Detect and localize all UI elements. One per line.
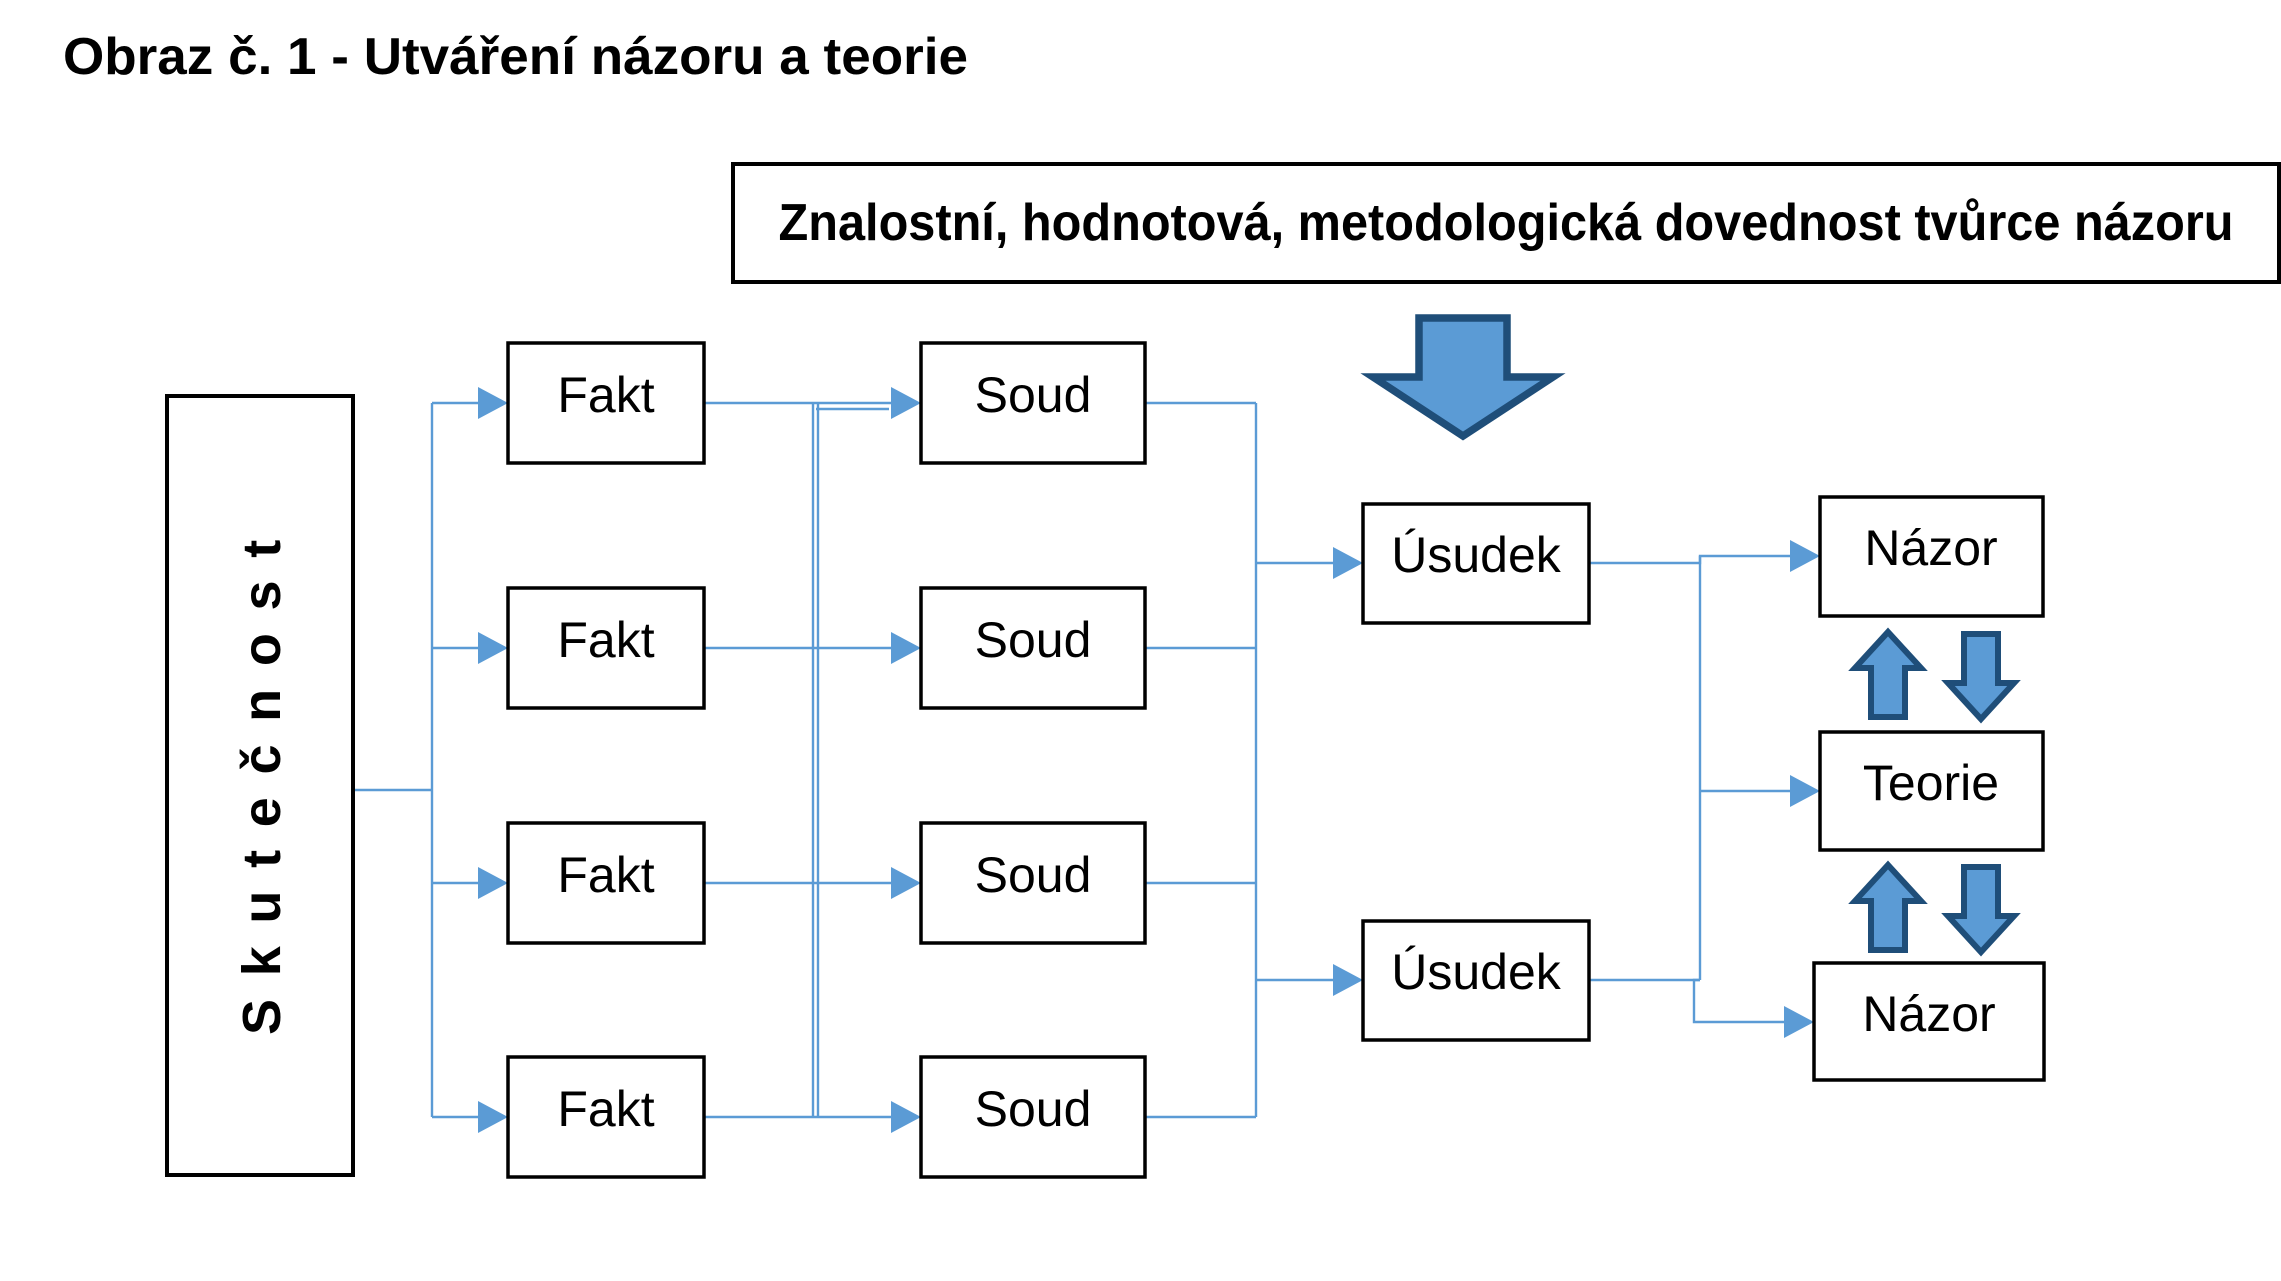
arrowhead-fakt1-icon (478, 387, 508, 419)
fakt-box-3 (506, 821, 706, 945)
arrowhead-teorie-icon (1790, 775, 1820, 807)
connector-arrowheads (478, 387, 1820, 1133)
usudek-box-1 (1361, 502, 1591, 625)
skutecnost-label: Skutečnost (232, 517, 292, 1035)
arrowhead-usudek1-icon (1333, 547, 1363, 579)
usudek-box-2 (1361, 919, 1591, 1042)
arrowhead-nazor1-icon (1790, 540, 1820, 572)
arrowhead-fakt3-icon (478, 867, 508, 899)
connector-to-nazor2 (1692, 978, 1784, 1024)
arrowhead-fakt4-icon (478, 1101, 508, 1133)
page-title: Obraz č. 1 - Utváření názoru a teorie (63, 28, 968, 86)
connector-usudek1-to-nazor1 (1589, 554, 1790, 565)
soud-box-3 (919, 821, 1147, 945)
soud-label-4: Soud (975, 1081, 1092, 1137)
usudek-label-1: Úsudek (1391, 527, 1562, 583)
fakt-box-4 (506, 1055, 706, 1179)
boxes-fill (165, 162, 2281, 1179)
labels: Obraz č. 1 - Utváření názoru a teorie Zn… (63, 28, 2234, 1137)
arrowhead-soud2-icon (891, 632, 921, 664)
soud-box-1 (919, 341, 1147, 465)
soud-label-1: Soud (975, 367, 1092, 423)
arrowhead-soud3-icon (891, 867, 921, 899)
soud-box-4 (919, 1055, 1147, 1179)
arrowhead-nazor2-icon (1784, 1006, 1814, 1038)
up-arrow-teorie-nazor2-icon (1848, 860, 1928, 953)
soud-label-2: Soud (975, 612, 1092, 668)
soud-label-3: Soud (975, 847, 1092, 903)
block-arrows-fill (1360, 314, 2021, 957)
teorie-label: Teorie (1863, 755, 1999, 811)
nazor-label-1: Názor (1864, 520, 1997, 576)
fakt-label-1: Fakt (557, 367, 654, 423)
banner-label: Znalostní, hodnotová, metodologická dove… (779, 194, 2234, 252)
up-arrow-nazor1-teorie-icon (1848, 627, 1928, 720)
arrowhead-soud1-icon (891, 387, 921, 419)
nazor-box-2 (1812, 961, 2046, 1082)
fakt-label-2: Fakt (557, 612, 654, 668)
down-arrow-nazor1-teorie-icon (1941, 631, 2021, 724)
nazor-label-2: Názor (1862, 986, 1995, 1042)
fakt-box-2 (506, 586, 706, 710)
block-arrows (1360, 314, 2021, 957)
teorie-box (1818, 730, 2045, 852)
fakt-label-3: Fakt (557, 847, 654, 903)
down-arrow-teorie-nazor2-icon (1941, 864, 2021, 957)
big-down-arrow-icon (1360, 314, 1566, 441)
soud-box-2 (919, 586, 1147, 710)
arrowhead-soud4-icon (891, 1101, 921, 1133)
fakt-label-4: Fakt (557, 1081, 654, 1137)
usudek-label-2: Úsudek (1391, 944, 1562, 1000)
boxes (165, 162, 2281, 1179)
banner-box (731, 162, 2281, 284)
arrowhead-usudek2-icon (1333, 964, 1363, 996)
connector-lines (353, 401, 1790, 1119)
arrowhead-fakt2-icon (478, 632, 508, 664)
fakt-box-1 (506, 341, 706, 465)
nazor-box-1 (1818, 495, 2045, 618)
skutecnost-box (165, 394, 355, 1177)
